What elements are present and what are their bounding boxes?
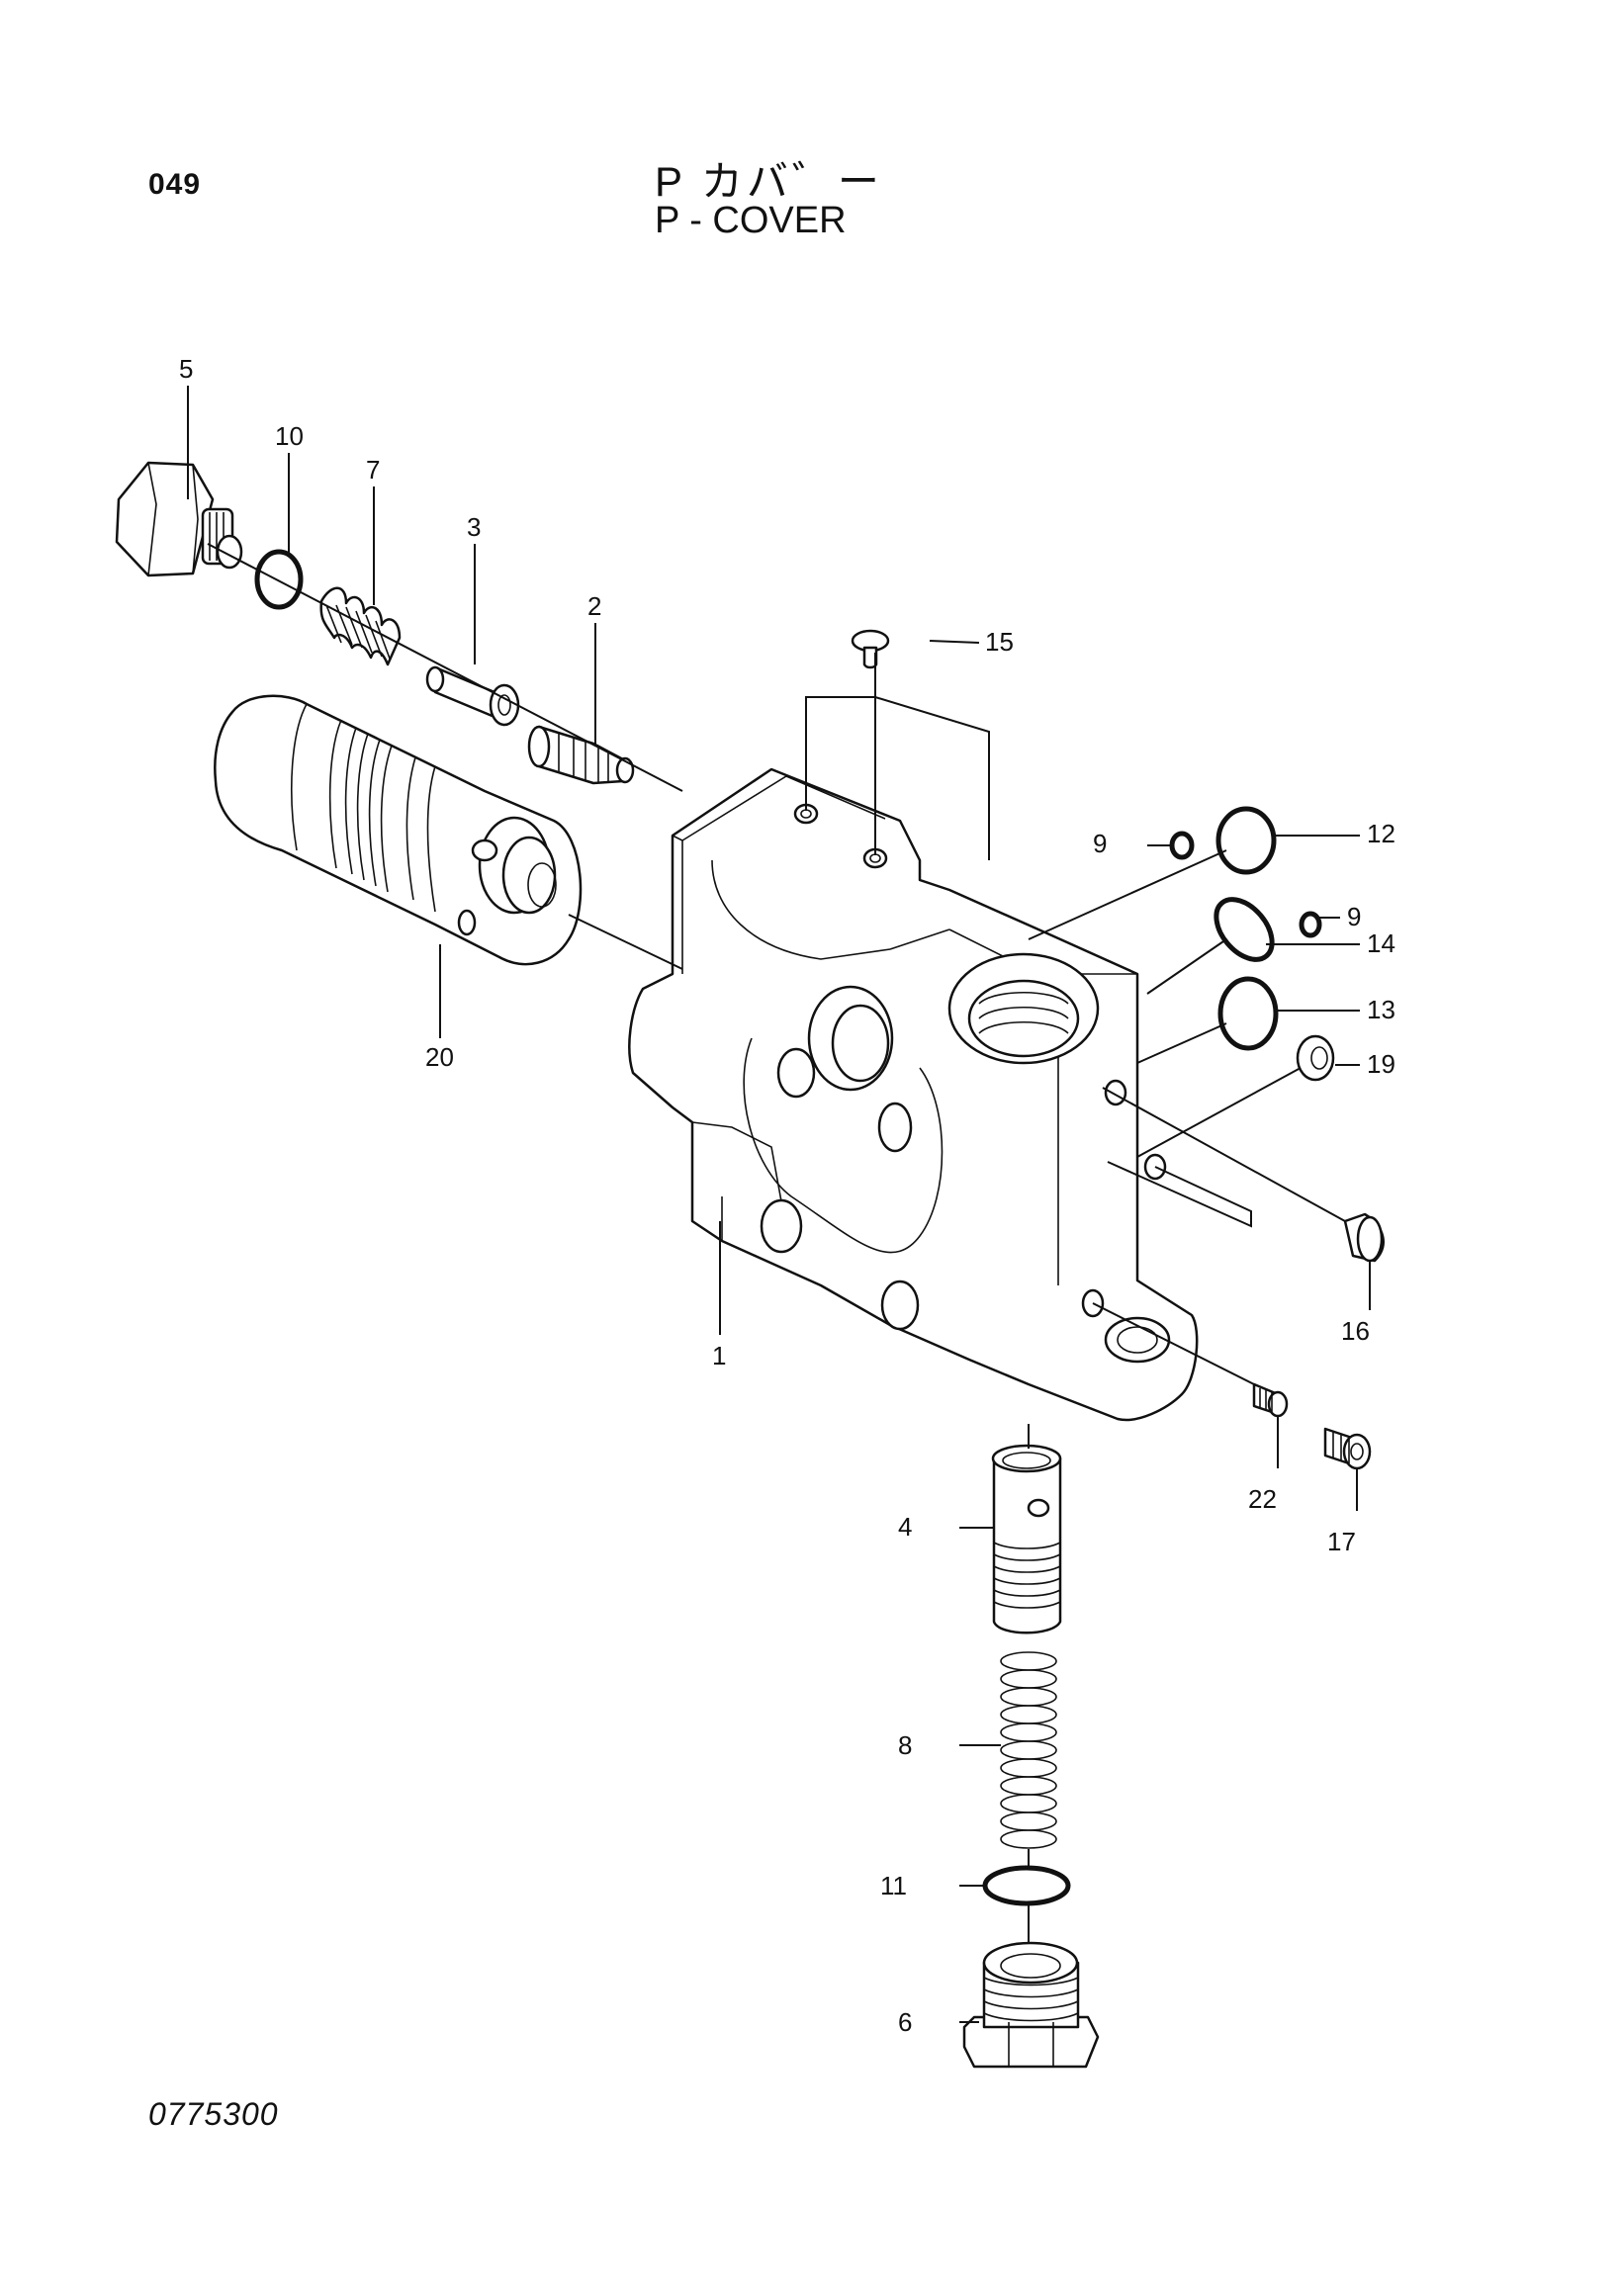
callout-16: 16 <box>1341 1316 1370 1346</box>
callout-14: 14 <box>1367 928 1395 958</box>
callout-4: 4 <box>898 1512 912 1542</box>
callout-3: 3 <box>467 512 481 542</box>
part-2-poppet <box>527 725 635 785</box>
callout-19: 19 <box>1367 1049 1395 1079</box>
part-22-plug <box>1252 1382 1289 1418</box>
leader-lines <box>187 386 1371 2023</box>
title-english: P - COVER <box>655 200 847 241</box>
callout-10: 10 <box>275 421 304 451</box>
callout-22: 22 <box>1248 1484 1277 1514</box>
callout-11: 11 <box>880 1871 907 1900</box>
part-9-small-o-ring-upper <box>1169 831 1195 860</box>
callout-1: 1 <box>712 1341 726 1370</box>
part-20-cartridge <box>214 694 583 966</box>
part-13-o-ring <box>1217 976 1279 1051</box>
callout-13: 13 <box>1367 995 1395 1024</box>
part-4-sleeve <box>991 1444 1062 1634</box>
part-5-hex-plug <box>115 461 243 577</box>
part-3-pin <box>425 665 520 727</box>
callout-7: 7 <box>366 455 380 485</box>
part-12-o-ring <box>1215 806 1277 875</box>
part-8-spring <box>1000 1651 1057 1849</box>
part-7-spring <box>319 586 402 666</box>
callout-12: 12 <box>1367 819 1395 848</box>
page-number: 049 <box>148 168 202 201</box>
part-9-small-o-ring-lower <box>1299 911 1322 938</box>
callout-numbers: 5 10 7 3 2 20 1 15 9 12 9 14 13 19 16 22… <box>179 354 1395 2037</box>
callout-20: 20 <box>425 1042 454 1072</box>
title-japanese: P カバ゛ー <box>655 158 883 205</box>
part-10-o-ring <box>254 549 304 610</box>
callout-9-upper: 9 <box>1093 829 1107 858</box>
part-19-washer <box>1296 1034 1335 1082</box>
callout-17: 17 <box>1327 1527 1356 1556</box>
callout-6: 6 <box>898 2007 912 2037</box>
part-14-o-ring <box>1214 897 1275 962</box>
part-11-o-ring <box>982 1865 1071 1906</box>
part-6-hex-plug <box>962 1941 1100 2069</box>
callout-15: 15 <box>985 627 1014 657</box>
callout-5: 5 <box>179 354 193 384</box>
part-15-screw <box>851 629 890 669</box>
callout-2: 2 <box>587 591 601 621</box>
callout-9-lower: 9 <box>1347 902 1361 931</box>
drawing-number: 0775300 <box>148 2096 279 2132</box>
callout-8: 8 <box>898 1730 912 1760</box>
part-16-screw <box>1343 1212 1385 1263</box>
part-1-cover-body <box>628 767 1199 1422</box>
part-17-plug <box>1323 1427 1372 1470</box>
